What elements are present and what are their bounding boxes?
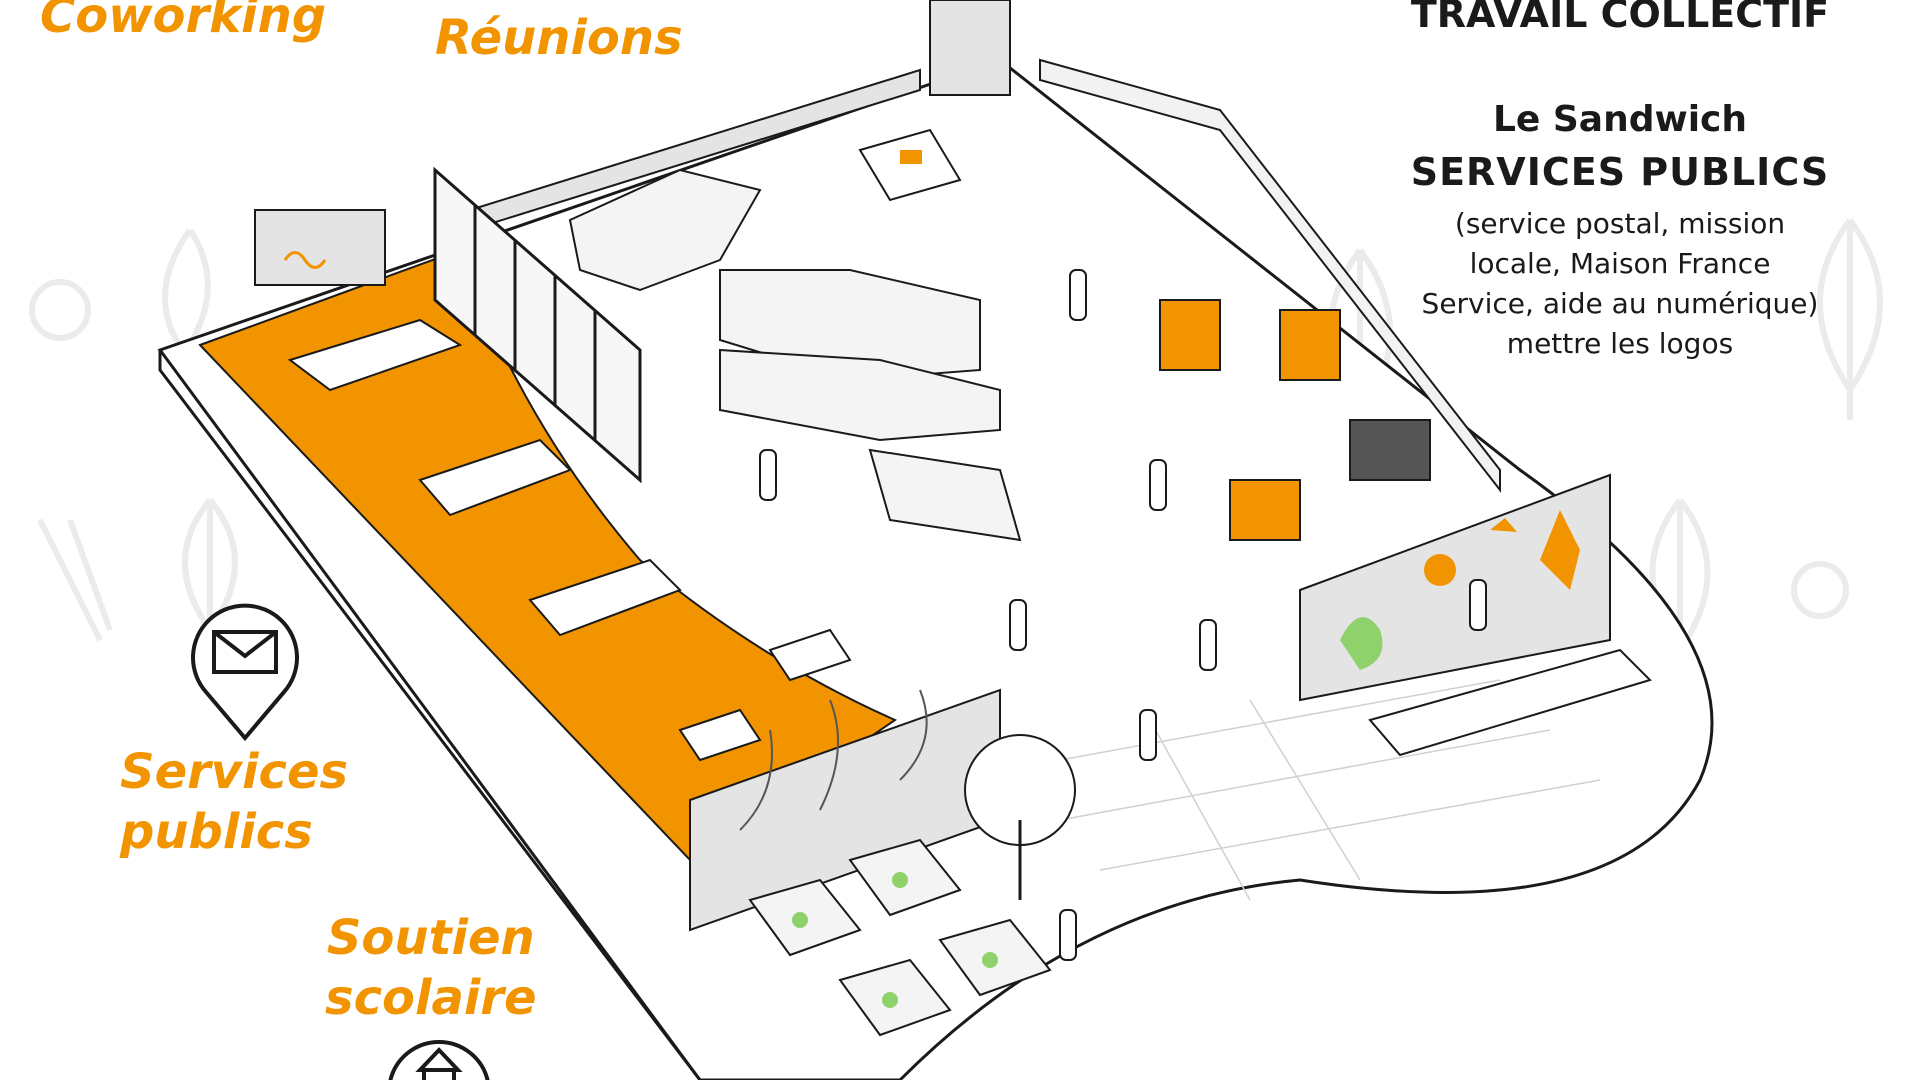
- market-stand-2: [1279, 309, 1341, 381]
- center-counters: [719, 269, 1022, 542]
- garden-wall-vines: [739, 689, 928, 831]
- coworking-table-5: [678, 708, 762, 762]
- info-service: SERVICES PUBLICS: [1410, 150, 1830, 194]
- people: [759, 269, 1487, 961]
- coworking-table-3: [528, 558, 682, 637]
- label-services-line2: publics: [120, 804, 313, 860]
- school-pin-icon: [388, 1039, 490, 1080]
- info-kiosk: [1229, 479, 1301, 541]
- bg-carrot-sketch: [37, 518, 113, 642]
- info-panel: TRAVAIL COLLECTIF Le Sandwich SERVICES P…: [1360, 0, 1880, 364]
- bg-onion-sketch-2: [1791, 561, 1849, 619]
- coworking-table-2: [418, 438, 572, 517]
- grill-mat: [1349, 419, 1431, 481]
- label-services-line1: Services: [120, 744, 349, 800]
- info-desc-line4: mettre les logos: [1506, 327, 1734, 360]
- lounge-area: [568, 168, 762, 292]
- label-soutien-line2: scolaire: [325, 970, 537, 1026]
- label-services-publics: Services publics: [120, 742, 348, 862]
- label-reunions-text: Réunions: [435, 10, 683, 66]
- market-stand-1: [1159, 299, 1221, 371]
- mural-cactus: [1340, 617, 1383, 670]
- label-soutien-scolaire: Soutien scolaire: [325, 908, 537, 1028]
- bg-leaf-sketch-4: [1817, 218, 1883, 420]
- entrance-door: [929, 0, 1011, 96]
- label-coworking-text: Coworking: [40, 0, 327, 44]
- meeting-table: [858, 128, 962, 202]
- coworking-table-1: [287, 318, 463, 392]
- mural-shape-3: [1490, 518, 1517, 532]
- floor-edge: [158, 350, 702, 1080]
- meeting-table-object: [900, 150, 922, 164]
- info-desc-line3: Service, aide au numérique): [1421, 287, 1819, 320]
- whiteboard: [254, 209, 386, 286]
- label-soutien-line1: Soutien: [326, 910, 535, 966]
- mural-shape-2: [1540, 510, 1580, 590]
- whiteboard-drawing: [283, 251, 327, 269]
- mail-pin-icon: [191, 603, 299, 742]
- info-org: Le Sandwich: [1492, 99, 1748, 140]
- info-desc-line1: (service postal, mission: [1454, 207, 1786, 240]
- info-description: (service postal, mission locale, Maison …: [1360, 204, 1880, 364]
- bg-onion-sketch: [29, 279, 91, 341]
- coworking-table-4: [768, 628, 852, 682]
- terrace-grid: [1059, 679, 1601, 901]
- label-reunions: Réunions: [435, 8, 683, 68]
- info-heading: TRAVAIL COLLECTIF: [1410, 0, 1830, 36]
- label-coworking: Coworking: [40, 0, 326, 46]
- info-desc-line2: locale, Maison France: [1469, 247, 1771, 280]
- mural-shape-1: [1424, 554, 1456, 586]
- glass-partition: [433, 166, 642, 484]
- right-wall: [1039, 58, 1501, 493]
- terrace-long-table: [1368, 648, 1652, 757]
